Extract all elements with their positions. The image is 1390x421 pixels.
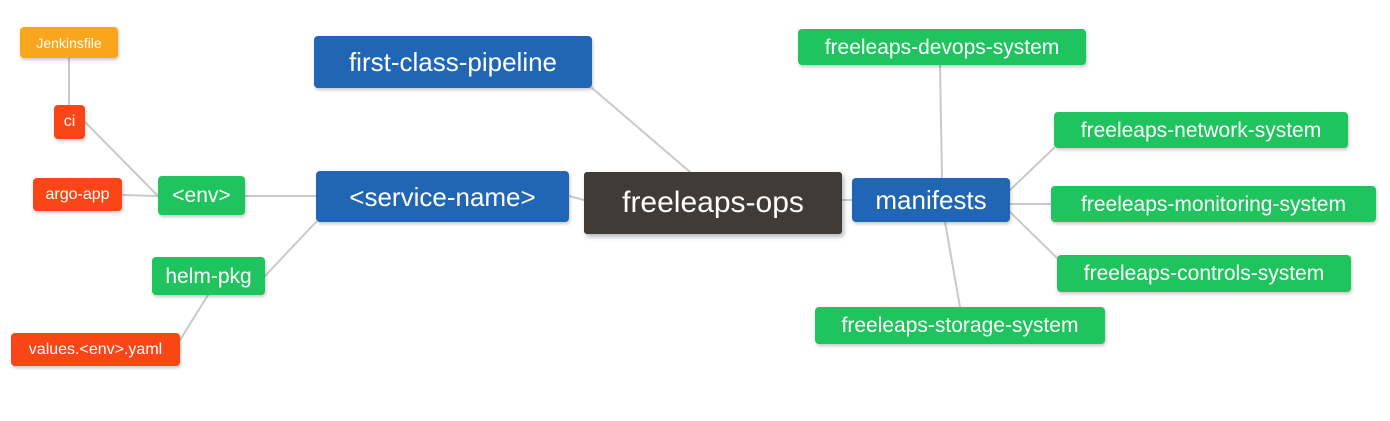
edge-first-class-pipeline-to-freeleaps-ops [591, 87, 691, 173]
node-label: ci [63, 113, 76, 130]
edge-manifests-to-freeleaps-controls-system [1009, 211, 1058, 259]
node-freeleaps-controls-system[interactable]: freeleaps-controls-system [1057, 255, 1351, 292]
node-label: freeleaps-controls-system [1083, 262, 1325, 285]
edge-helm-pkg-to-service-name [264, 221, 317, 277]
node-freeleaps-devops-system[interactable]: freeleaps-devops-system [798, 29, 1086, 65]
edge-argo-app-to-env [121, 194, 159, 197]
node-ci[interactable]: ci [54, 105, 85, 139]
node-first-class-pipeline[interactable]: first-class-pipeline [314, 36, 592, 88]
edge-manifests-to-freeleaps-devops-system [939, 64, 943, 179]
node-label: <service-name> [349, 181, 536, 212]
node-values-env-yaml[interactable]: values.<env>.yaml [11, 333, 180, 366]
node-label: freeleaps-ops [622, 186, 804, 219]
edge-service-name-to-freeleaps-ops [568, 195, 585, 201]
node-label: freeleaps-monitoring-system [1081, 192, 1346, 216]
node-label: <env> [172, 184, 231, 207]
node-label: values.<env>.yaml [28, 340, 163, 358]
node-label: manifests [875, 185, 987, 215]
node-env[interactable]: <env> [158, 176, 245, 215]
edge-manifests-to-freeleaps-network-system [1009, 147, 1055, 191]
edge-manifests-to-freeleaps-storage-system [944, 221, 961, 308]
node-label: freeleaps-storage-system [841, 314, 1079, 337]
node-argo-app[interactable]: argo-app [33, 178, 122, 211]
node-manifests[interactable]: manifests [852, 178, 1010, 222]
node-freeleaps-storage-system[interactable]: freeleaps-storage-system [815, 307, 1105, 344]
node-service-name[interactable]: <service-name> [316, 171, 569, 222]
node-label: Jenkinsfile [36, 34, 102, 51]
node-label: helm-pkg [165, 264, 252, 288]
node-label: freeleaps-network-system [1080, 118, 1322, 142]
node-jenkinsfile[interactable]: Jenkinsfile [20, 27, 118, 58]
node-label: argo-app [45, 185, 110, 203]
node-freeleaps-network-system[interactable]: freeleaps-network-system [1054, 112, 1348, 148]
node-helm-pkg[interactable]: helm-pkg [152, 257, 265, 295]
node-label: first-class-pipeline [348, 47, 558, 77]
edge-values-env-yaml-to-helm-pkg [179, 294, 209, 341]
node-freeleaps-ops[interactable]: freeleaps-ops [584, 172, 842, 234]
node-label: freeleaps-devops-system [824, 35, 1060, 59]
node-freeleaps-monitoring-system[interactable]: freeleaps-monitoring-system [1051, 186, 1376, 222]
